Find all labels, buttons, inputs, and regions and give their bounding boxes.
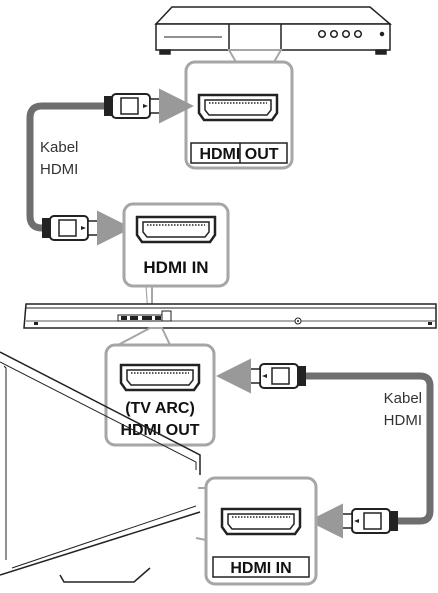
bottom-hdmi-cable [306, 372, 434, 525]
hdmi-plug-icon [104, 93, 161, 119]
soundbar-arc-label-line1: (TV ARC) [125, 400, 195, 417]
bottom-cable-label-line1: Kabel [384, 390, 422, 407]
soundbar-arc-label-line2: HDMI OUT [120, 422, 199, 439]
tv-port-label: HDMI IN [230, 560, 291, 577]
soundbar-hdmi-in-callout [122, 202, 230, 288]
bottom-cable-label-line2: HDMI [384, 412, 422, 429]
hdmi-port-icon [197, 93, 279, 122]
hdmi-port-icon [220, 507, 302, 536]
tv-device [0, 351, 201, 583]
hdmi-plug-icon [42, 215, 99, 241]
top-cable-label-line2: HDMI [40, 161, 78, 178]
soundbar-device [23, 303, 437, 329]
hdmi-port-icon [135, 215, 217, 244]
player-hdmi-out-callout [184, 60, 294, 170]
soundbar-arc-connector [117, 327, 172, 346]
hdmi-plug-icon [249, 363, 306, 389]
tv-callout-connector-2 [195, 537, 207, 541]
top-hdmi-cable [26, 102, 104, 232]
hdmi-plug-icon [341, 508, 398, 534]
player-port-label: HDMI OUT [199, 146, 278, 163]
soundbar-in-port-label: HDMI IN [143, 258, 208, 277]
player-callout-connector [227, 49, 283, 63]
source-player-device [154, 6, 393, 55]
top-cable-label-line1: Kabel [40, 139, 78, 156]
hdmi-port-icon [119, 363, 201, 392]
tv-hdmi-in-callout [204, 476, 318, 586]
